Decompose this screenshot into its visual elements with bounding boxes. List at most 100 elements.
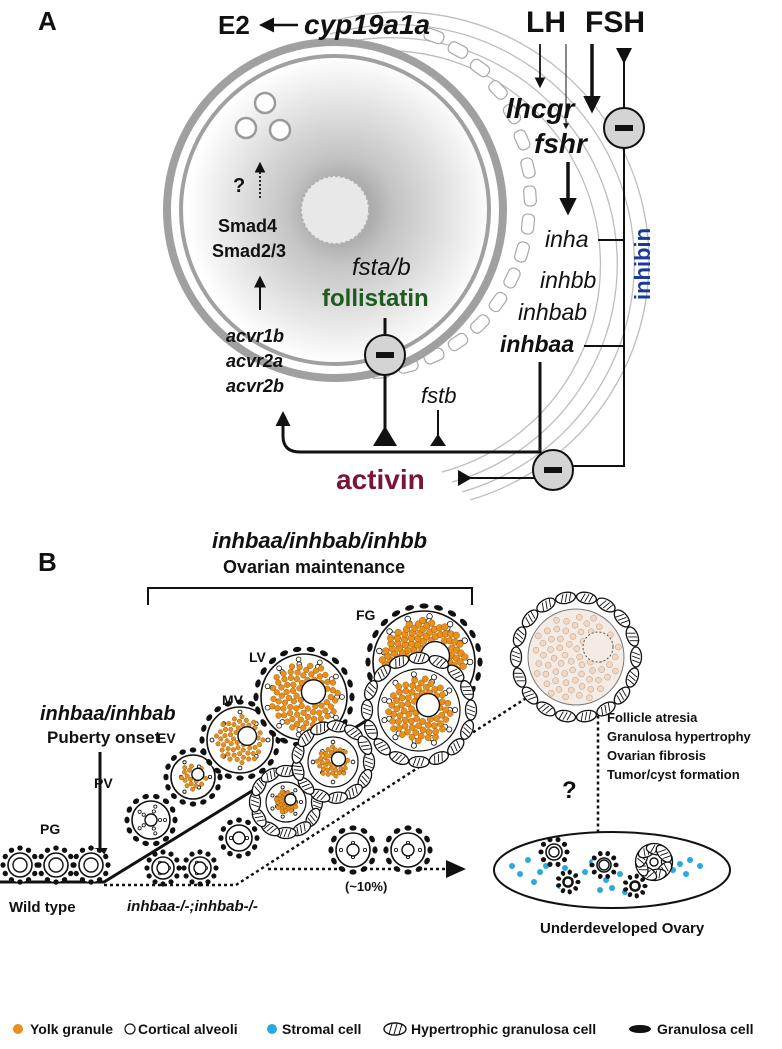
granulosa-cell xyxy=(475,672,481,681)
germinal-vesicle xyxy=(156,861,170,875)
ovary-follicle-1 xyxy=(538,837,570,867)
degenerating-granule xyxy=(562,627,570,635)
yolk-granule xyxy=(260,737,266,743)
cortical-alveolus xyxy=(451,707,458,714)
germinal-vesicle xyxy=(415,692,441,718)
granulosa-cell xyxy=(386,835,392,843)
yolk-granule xyxy=(415,722,422,730)
yolk-granule xyxy=(190,786,196,792)
granulosa-cell xyxy=(0,862,6,868)
degenerating-granule xyxy=(532,646,540,654)
granulosa-cell xyxy=(597,873,603,879)
yolk-granule xyxy=(439,691,446,699)
yolk-granule xyxy=(184,783,190,789)
granulosa-cell xyxy=(197,881,203,887)
degenerating-granule xyxy=(562,679,570,686)
yolk-granule xyxy=(393,705,401,713)
hypertrophic-cell-stripe xyxy=(615,613,624,618)
hypertrophic-cell-stripe xyxy=(449,668,458,673)
outcome-4: Tumor/cyst formation xyxy=(607,767,740,782)
follistatin-blocker xyxy=(373,426,397,446)
hypertrophic-granulosa-cell xyxy=(596,701,616,717)
granulosa-cell xyxy=(623,880,629,885)
yolk-granule xyxy=(275,698,282,705)
stromal-cell xyxy=(609,885,615,891)
hypertrophic-granulosa-cell xyxy=(357,768,373,789)
hypertrophic-cell-stripe xyxy=(466,708,476,713)
yolk-granule xyxy=(274,705,281,712)
granulosa-cell xyxy=(591,855,597,861)
degenerating-granule xyxy=(566,641,573,648)
yolk-granule xyxy=(314,758,320,764)
granulosa-cell xyxy=(152,851,158,857)
ovary-follicle-2 xyxy=(589,851,619,879)
yolk-granule xyxy=(307,662,314,669)
cortical-alveolus xyxy=(137,809,142,814)
mutant-follicle-8 xyxy=(383,825,433,875)
mutant-label: inhbaa-/-;inhbab-/- xyxy=(127,898,258,915)
hypertrophic-cell-stripe xyxy=(323,722,325,732)
granulosa-cell xyxy=(38,870,44,877)
yolk-granule xyxy=(182,769,187,775)
fstb-label: fstb xyxy=(421,383,456,408)
granulosa-cell xyxy=(349,869,357,875)
yolk-granule xyxy=(396,712,404,719)
yolk-granule xyxy=(395,683,402,690)
follistatin-label: follistatin xyxy=(322,285,429,312)
granulosa-cell xyxy=(53,879,59,885)
hypertrophic-granulosa-cell xyxy=(464,699,478,721)
yolk-granule xyxy=(316,709,323,716)
yolk-granule xyxy=(417,732,425,740)
granulosa-cell xyxy=(556,883,562,888)
granulosa-cell xyxy=(258,767,266,774)
hypertrophic-cell-stripe xyxy=(618,616,627,621)
stromal-cell xyxy=(531,879,537,885)
yolk-granule xyxy=(417,679,425,687)
cortical-alveolus xyxy=(293,811,298,816)
yolk-granule xyxy=(337,770,342,776)
cortical-alveolus xyxy=(151,809,156,814)
cortical-alveolus xyxy=(182,760,187,765)
granulosa-cell xyxy=(126,806,133,813)
yolk-granule xyxy=(189,763,194,769)
degenerating-granule xyxy=(557,660,565,667)
hypertrophic-cell-stripe xyxy=(362,703,372,708)
hypertrophic-cell-body xyxy=(408,755,430,769)
yolk-granule xyxy=(333,767,339,773)
granulosa-cell xyxy=(201,724,207,732)
hypertrophic-cell-stripe xyxy=(650,844,656,853)
stromal-cell xyxy=(537,869,543,875)
hypertrophic-cell-stripe xyxy=(420,757,425,767)
cortical-alveolus xyxy=(298,800,303,805)
granulosa-cell xyxy=(267,758,274,766)
granulosa-cell xyxy=(248,773,256,779)
hypertrophic-cell-stripe xyxy=(658,869,661,879)
yolk-granule xyxy=(400,707,408,715)
hypertrophic-cell-stripe xyxy=(450,745,455,755)
granulosa-cell xyxy=(319,650,328,657)
yolk-granule xyxy=(300,709,307,716)
yolk-granule xyxy=(246,756,252,762)
inhibin-label: inhibin xyxy=(630,228,655,300)
hypertrophic-cell-stripe xyxy=(353,732,361,738)
yolk-granule xyxy=(329,679,337,686)
hypertrophic-cell-stripe xyxy=(301,783,310,788)
cortical-alveolus xyxy=(316,659,323,666)
granulosa-cell xyxy=(103,853,109,860)
follistatin-minus xyxy=(376,352,394,358)
granulosa-cell xyxy=(214,706,222,713)
granulosa-cell xyxy=(560,888,566,894)
hypertrophic-cell-stripe xyxy=(311,810,318,819)
hypertrophic-cell-stripe xyxy=(541,705,550,712)
granulosa-cell xyxy=(215,784,221,791)
hypertrophic-granulosa-cell xyxy=(388,751,410,766)
yolk-granule xyxy=(303,666,310,673)
granulosa-cell xyxy=(605,873,611,879)
wild-type-label: Wild type xyxy=(9,899,76,916)
yolk-granule xyxy=(256,749,262,755)
unknown-question-a: ? xyxy=(233,175,245,197)
granulosa-cell xyxy=(88,879,94,885)
degenerating-granule xyxy=(533,670,541,677)
cortical-alveolus xyxy=(338,848,343,853)
yolk-granule xyxy=(213,733,219,739)
